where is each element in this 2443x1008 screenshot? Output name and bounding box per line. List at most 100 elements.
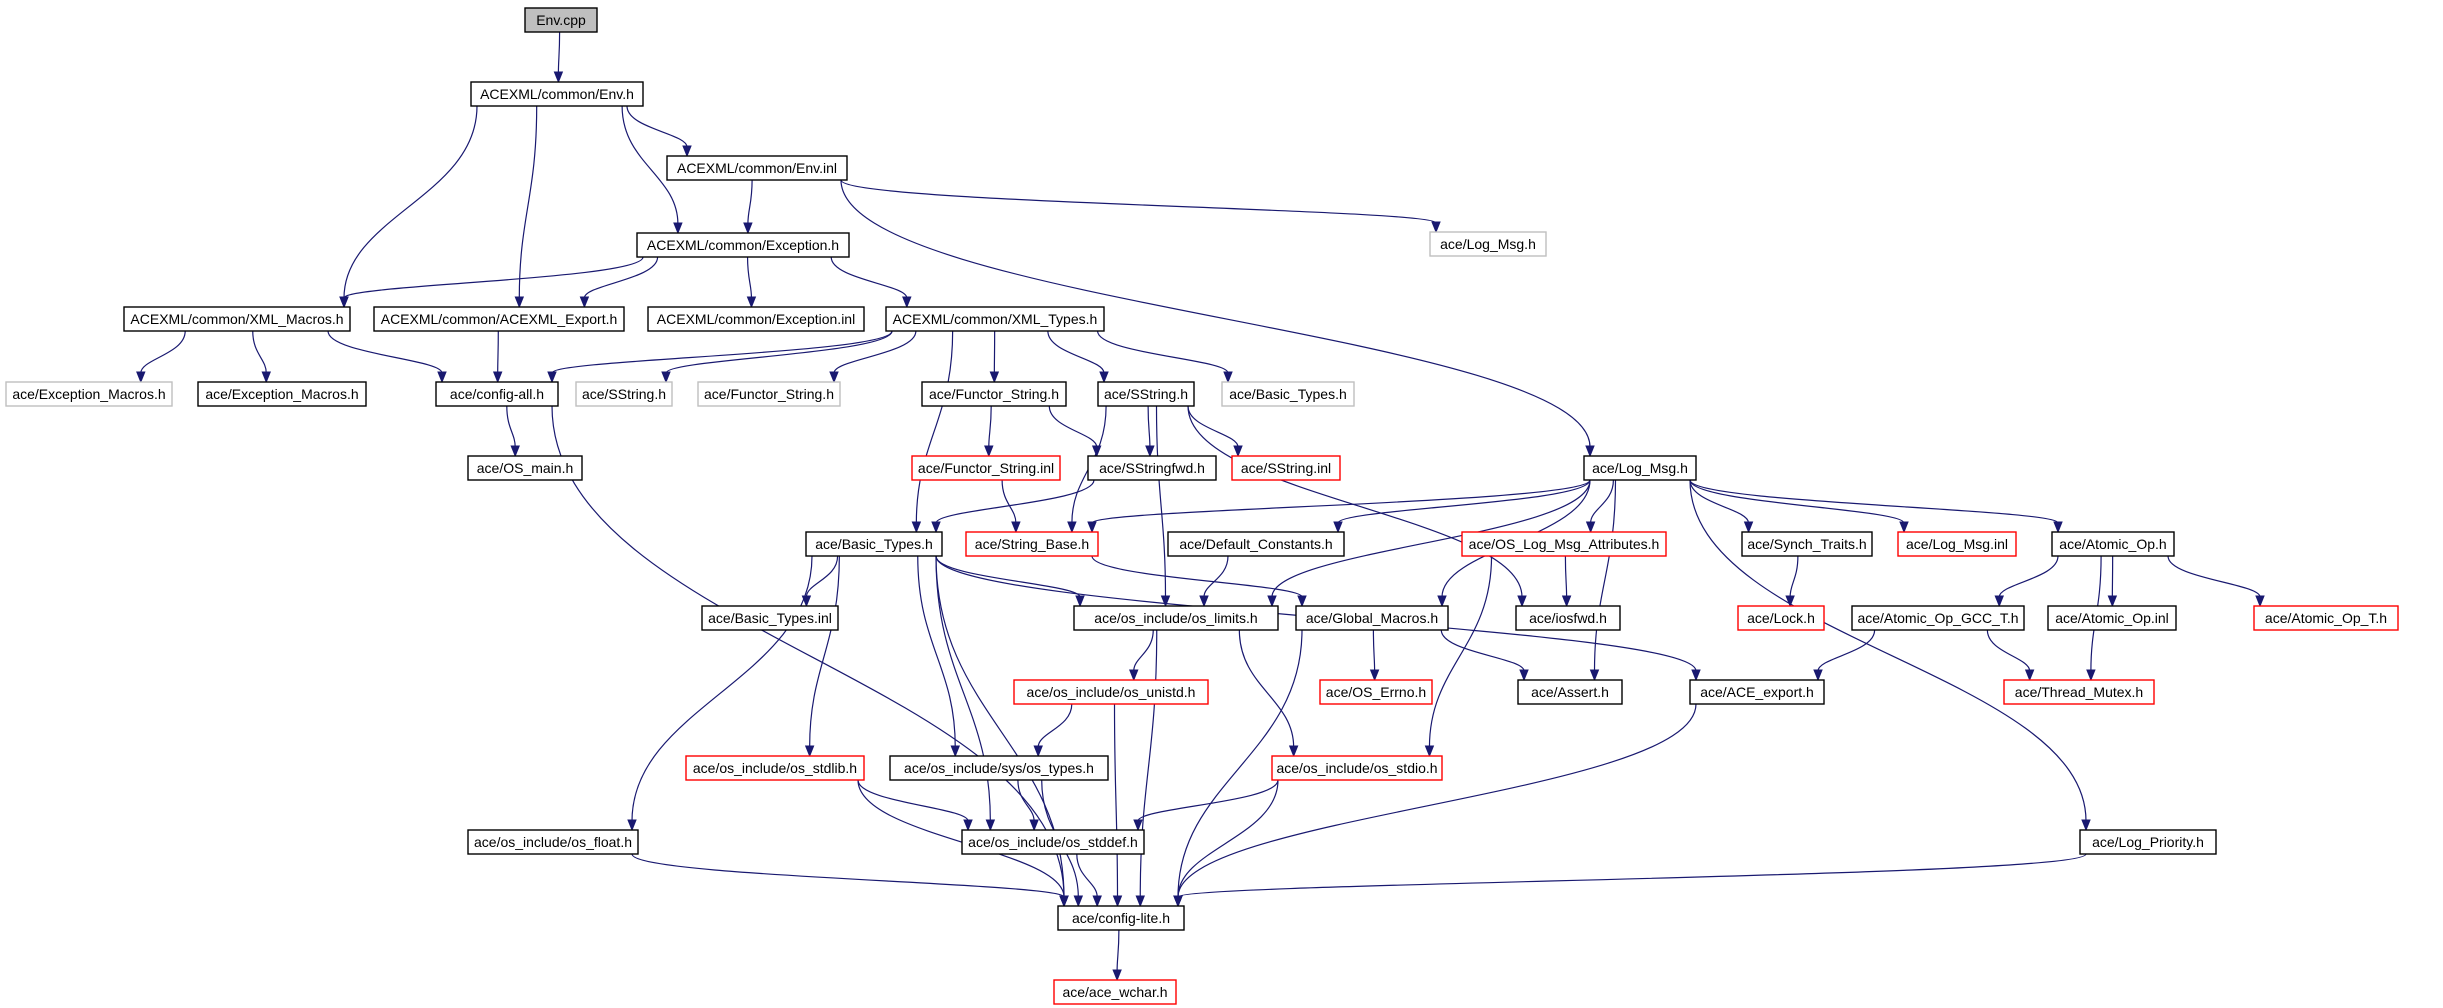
node-box <box>467 829 639 855</box>
edge-global_macros-to-os_errno <box>1369 629 1380 682</box>
edge-arrowhead <box>1160 595 1171 608</box>
node-box <box>524 7 598 33</box>
edge-string_base-to-global_macros <box>1091 555 1307 608</box>
edge-os_stdio-to-os_stddef <box>1133 779 1279 832</box>
edge-arrowhead <box>261 371 271 384</box>
edge-arrowhead <box>2024 669 2035 682</box>
edge-arrowhead <box>1223 371 1233 384</box>
node-xml-types[interactable]: ACEXML/common/XML_Types.h <box>885 306 1105 332</box>
edge-arrowhead <box>339 296 349 309</box>
node-atomic-op[interactable]: ace/Atomic_Op.h <box>2051 531 2175 557</box>
node-assert[interactable]: ace/Assert.h <box>1517 679 1623 705</box>
edge-arrowhead <box>984 445 994 458</box>
node-basic-types[interactable]: ace/Basic_Types.h <box>805 531 943 557</box>
node-xml-macros[interactable]: ACEXML/common/XML_Macros.h <box>123 306 351 332</box>
node-os-stdio: ace/os_include/os_stdio.h <box>1271 755 1443 781</box>
edge-arrowhead <box>746 296 757 309</box>
edge-arrowhead <box>673 222 683 235</box>
node-box <box>805 531 943 557</box>
node-functor-string[interactable]: ace/Functor_String.h <box>921 381 1067 407</box>
edge-log_msg-to-os_log_msg_attr <box>1585 479 1614 534</box>
edge-os_unistd-to-config_lite <box>1112 703 1123 908</box>
node-label: ace/Functor_String.h <box>929 386 1059 402</box>
edge-arrowhead <box>950 745 960 758</box>
edge-os_unistd-to-sys_os_types <box>1033 703 1073 758</box>
node-acexml-export[interactable]: ACEXML/common/ACEXML_Export.h <box>373 306 625 332</box>
node-label: ACEXML/common/Exception.inl <box>657 311 855 327</box>
node-box <box>1737 605 1825 631</box>
node-box <box>1057 905 1185 931</box>
edge-arrowhead <box>661 371 671 384</box>
edge-arrowhead <box>1437 595 1447 608</box>
edge-arrowhead <box>1087 521 1097 534</box>
node-label: ace/Basic_Types.h <box>1229 386 1347 402</box>
edge-arrowhead <box>902 296 912 309</box>
node-exception-inl[interactable]: ACEXML/common/Exception.inl <box>647 306 865 332</box>
node-env-inl[interactable]: ACEXML/common/Env.inl <box>666 155 848 181</box>
node-label: ace/SStringfwd.h <box>1099 460 1205 476</box>
node-label: ace/Exception_Macros.h <box>12 386 165 402</box>
node-exception-h[interactable]: ACEXML/common/Exception.h <box>636 232 850 258</box>
edge-xml_macros-to-exc_macros <box>252 330 271 384</box>
node-label: ace/ace_wchar.h <box>1062 984 1167 1000</box>
edge-arrowhead <box>1431 221 1441 234</box>
edge-xml_macros-to-config_all <box>327 330 447 384</box>
node-label: ACEXML/common/Env.inl <box>677 160 837 176</box>
node-atomic-op-gcc[interactable]: ace/Atomic_Op_GCC_T.h <box>1851 605 2025 631</box>
edge-env_inl-to-exception_h <box>743 179 753 235</box>
node-env-h[interactable]: ACEXML/common/Env.h <box>470 81 644 107</box>
node-box <box>1583 455 1697 481</box>
node-synch-traits[interactable]: ace/Synch_Traits.h <box>1741 531 1873 557</box>
node-config-all[interactable]: ace/config-all.h <box>435 381 559 407</box>
node-sstring[interactable]: ace/SString.h <box>1097 381 1195 407</box>
node-box <box>1167 531 1345 557</box>
edge-arrowhead <box>1899 521 1909 534</box>
edge-log_msg-to-os_limits <box>1267 479 1591 608</box>
node-config-lite[interactable]: ace/config-lite.h <box>1057 905 1185 931</box>
node-label: ACEXML/common/XML_Macros.h <box>130 311 343 327</box>
edge-arrowhead <box>136 371 146 384</box>
node-log-priority[interactable]: ace/Log_Priority.h <box>2079 829 2217 855</box>
edge-arrowhead <box>1112 895 1123 908</box>
edge-basic_types-to-os_stddef <box>935 555 996 832</box>
node-global-macros[interactable]: ace/Global_Macros.h <box>1295 605 1449 631</box>
edge-env_h-to-env_inl <box>626 105 692 158</box>
edge-arrowhead <box>1099 371 1109 384</box>
node-os-stddef[interactable]: ace/os_include/os_stddef.h <box>961 829 1145 855</box>
node-sys-os-types[interactable]: ace/os_include/sys/os_types.h <box>889 755 1109 781</box>
edge-arrowhead <box>989 371 1000 384</box>
node-label: ace/Default_Constants.h <box>1179 536 1332 552</box>
edge-arrowhead <box>1519 669 1529 682</box>
edge-arrowhead <box>804 745 815 758</box>
edge-arrowhead <box>1424 745 1435 758</box>
node-box <box>1461 531 1667 557</box>
edge-arrowhead <box>985 819 996 832</box>
node-sstringfwd[interactable]: ace/SStringfwd.h <box>1087 455 1217 481</box>
edge-functor_string_inl-to-string_base <box>1001 479 1021 534</box>
node-atomic-op-inl[interactable]: ace/Atomic_Op.inl <box>2047 605 2177 631</box>
node-label: ace/Log_Msg.inl <box>1906 536 2008 552</box>
node-os-float[interactable]: ace/os_include/os_float.h <box>467 829 639 855</box>
node-label: ace/Basic_Types.h <box>815 536 933 552</box>
node-basic-types-inl[interactable]: ace/Basic_Types.inl <box>701 605 839 631</box>
node-default-constants[interactable]: ace/Default_Constants.h <box>1167 531 1345 557</box>
node-iosfwd[interactable]: ace/iosfwd.h <box>1515 605 1621 631</box>
edge-functor_string-to-sstringfwd <box>1048 405 1102 458</box>
edge-arrowhead <box>1369 669 1380 682</box>
node-ace-export[interactable]: ace/ACE_export.h <box>1689 679 1825 705</box>
edge-arrowhead <box>1585 521 1596 534</box>
edge-xml_macros-to-exc_macros_ext <box>136 330 186 384</box>
node-log-msg[interactable]: ace/Log_Msg.h <box>1583 455 1697 481</box>
edge-sstring-to-sstring_inl <box>1187 405 1243 458</box>
node-label: ace/os_include/os_stdlib.h <box>693 760 857 776</box>
node-box <box>911 455 1061 481</box>
node-os-main[interactable]: ace/OS_main.h <box>467 455 583 481</box>
node-box <box>685 755 865 781</box>
node-os-limits[interactable]: ace/os_include/os_limits.h <box>1073 605 1279 631</box>
node-box <box>1897 531 2017 557</box>
edge-arrowhead <box>963 819 973 832</box>
node-label: ACEXML/common/ACEXML_Export.h <box>381 311 618 327</box>
node-label: ace/OS_Errno.h <box>1326 684 1426 700</box>
node-string-base: ace/String_Base.h <box>965 531 1099 557</box>
node-exc-macros[interactable]: ace/Exception_Macros.h <box>197 381 367 407</box>
